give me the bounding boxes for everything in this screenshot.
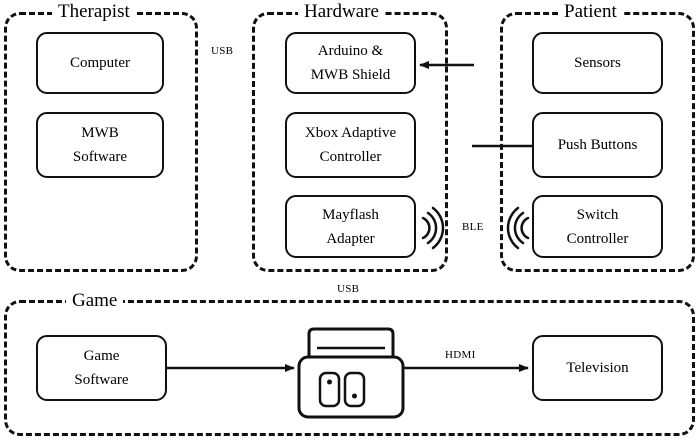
arduino-box: Arduino & MWB Shield <box>285 32 416 94</box>
mayflash-adapter-box: Mayflash Adapter <box>285 195 416 258</box>
therapist-group-title: Therapist <box>52 1 136 23</box>
xbox-adaptive-controller-box: Xbox Adaptive Controller <box>285 112 416 178</box>
television-label: Television <box>566 360 629 376</box>
game-group-title: Game <box>66 290 124 312</box>
game-software-box: Game Software <box>36 335 167 401</box>
game-software-label-line2: Software <box>74 372 129 388</box>
switch-controller-box: Switch Controller <box>532 195 663 258</box>
game-software-label-line1: Game <box>83 348 120 364</box>
arduino-label-line1: Arduino & <box>317 43 384 59</box>
computer-box: Computer <box>36 32 164 94</box>
push-buttons-box: Push Buttons <box>532 112 663 178</box>
mwb-software-label-line1: MWB <box>81 125 119 141</box>
mwb-software-box: MWB Software <box>36 112 164 178</box>
xbox-label-line2: Controller <box>319 149 382 165</box>
ble-label: BLE <box>462 221 484 234</box>
switch-controller-label-line2: Controller <box>566 230 629 247</box>
hardware-group-title: Hardware <box>298 1 385 23</box>
computer-label: Computer <box>70 55 130 71</box>
mayflash-label-line1: Mayflash <box>322 206 379 223</box>
usb-label-bottom: USB <box>337 283 360 296</box>
mwb-software-label-line2: Software <box>72 149 128 165</box>
xbox-label-line1: Xbox Adaptive <box>304 125 397 141</box>
wireless-signal-icon <box>506 206 530 250</box>
push-buttons-label: Push Buttons <box>557 137 638 153</box>
mayflash-label-line2: Adapter <box>326 230 375 247</box>
nintendo-switch-console-icon <box>297 327 405 419</box>
switch-controller-label-line1: Switch <box>576 206 619 223</box>
television-box: Television <box>532 335 663 401</box>
sensors-box: Sensors <box>532 32 663 94</box>
patient-group-title: Patient <box>558 1 623 23</box>
sensors-label: Sensors <box>574 55 621 71</box>
wireless-signal-icon <box>421 206 445 250</box>
arduino-label-line2: MWB Shield <box>310 67 391 83</box>
hdmi-label: HDMI <box>445 349 476 362</box>
usb-label-top: USB <box>211 45 234 58</box>
game-group <box>4 300 695 436</box>
